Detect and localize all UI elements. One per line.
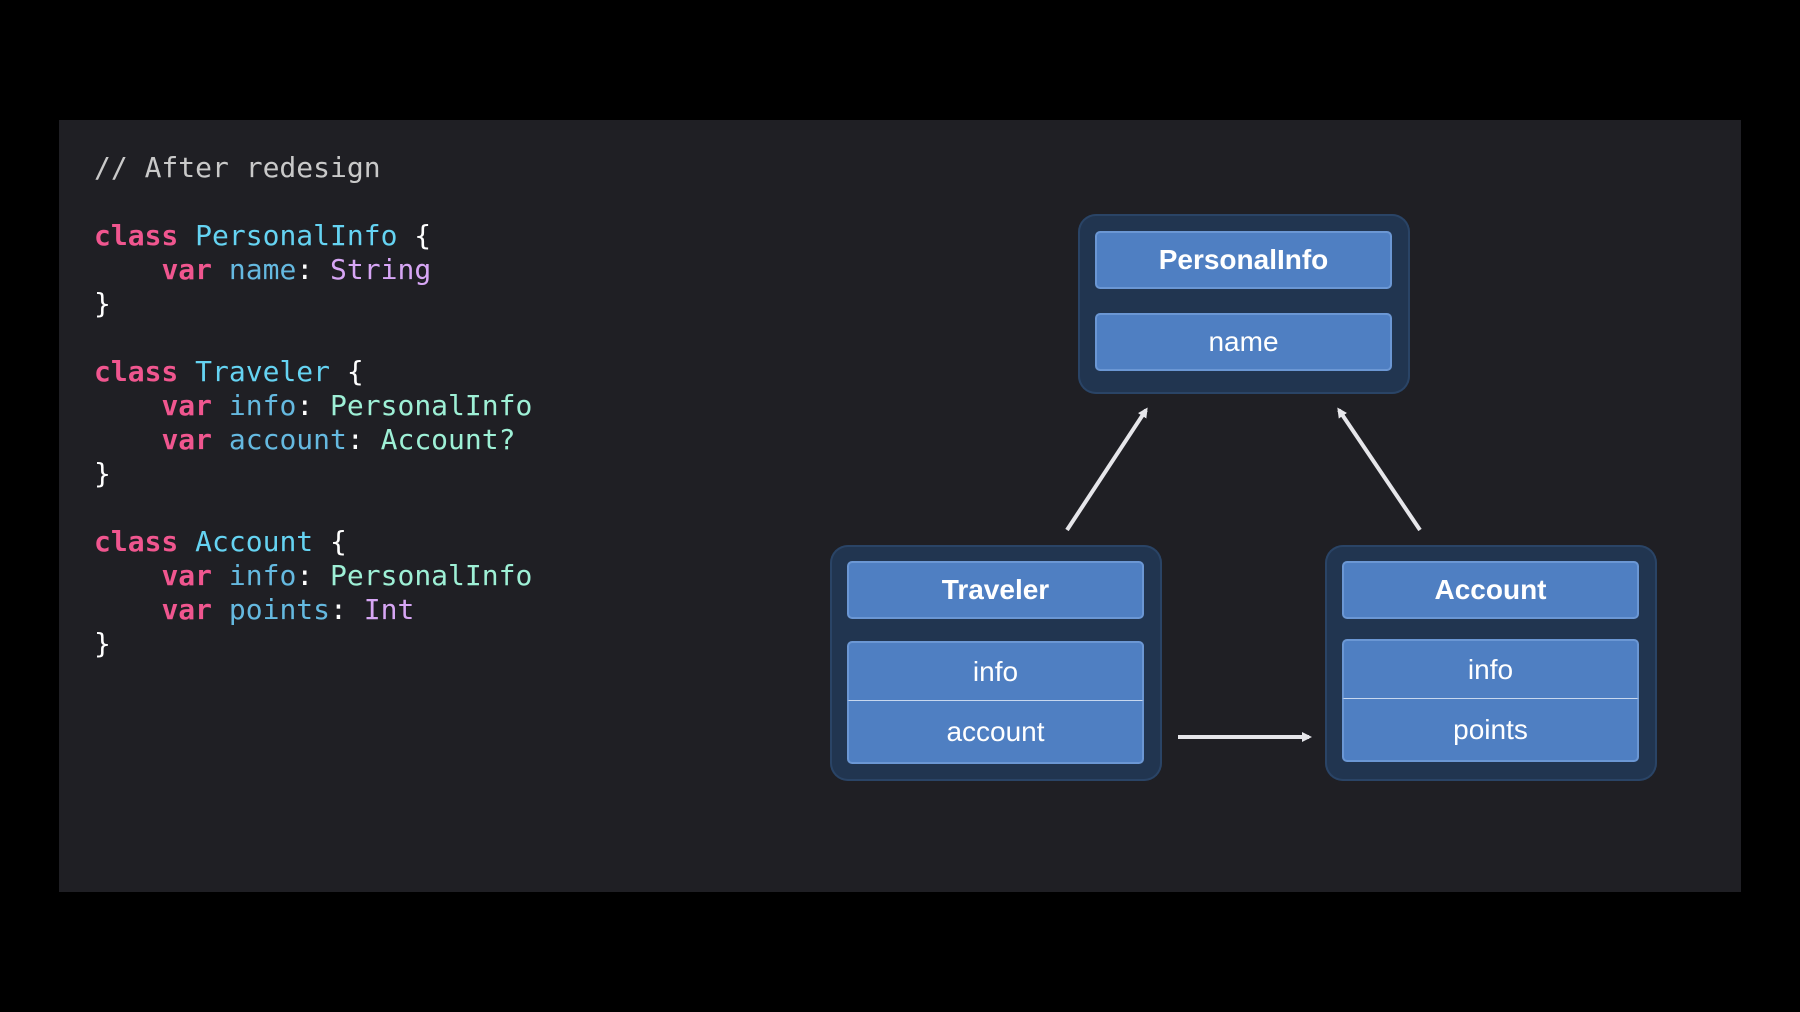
traveler-field-info: info (847, 641, 1144, 701)
property-type: Int (363, 593, 415, 626)
arrow-account-to-personalinfo (1337, 407, 1422, 532)
property-name: points (228, 593, 331, 626)
class-name: Account (195, 525, 314, 558)
traveler-header: Traveler (847, 561, 1144, 619)
class-name: PersonalInfo (195, 219, 398, 252)
personalinfo-object: PersonalInfo name (1078, 214, 1410, 394)
type-separator: : (346, 423, 381, 456)
class-keyword: class (94, 355, 179, 388)
type-separator: : (296, 389, 331, 422)
type-separator: : (296, 559, 331, 592)
traveler-object: Traveler info account (830, 545, 1162, 781)
code-listing: // After redesign class PersonalInfo { va… (94, 151, 532, 661)
personalinfo-field-name: name (1095, 313, 1392, 371)
property-type: PersonalInfo (330, 389, 533, 422)
code-comment: // After redesign (94, 151, 381, 184)
traveler-field-account: account (847, 701, 1144, 764)
type-separator: : (296, 253, 331, 286)
close-brace: } (94, 627, 111, 660)
class-keyword: class (94, 219, 179, 252)
property-type: Account? (380, 423, 516, 456)
property-name: account (228, 423, 347, 456)
class-personalinfo-decl: class PersonalInfo { (94, 219, 532, 253)
property-type: String (330, 253, 432, 286)
member-line: var account: Account? (94, 423, 532, 457)
property-type: PersonalInfo (330, 559, 533, 592)
arrow-traveler-to-personalinfo (1065, 407, 1148, 532)
var-keyword: var (161, 423, 213, 456)
open-brace: { (330, 355, 364, 388)
var-keyword: var (161, 253, 213, 286)
object-graph-diagram: PersonalInfo name Traveler info account … (59, 120, 1741, 892)
personalinfo-header: PersonalInfo (1095, 231, 1392, 289)
open-brace: { (313, 525, 347, 558)
class-account-decl: class Account { (94, 525, 532, 559)
type-separator: : (330, 593, 364, 626)
property-name: name (228, 253, 297, 286)
member-line: var name: String (94, 253, 532, 287)
reference-arrows (1065, 407, 1422, 742)
account-field-info: info (1342, 639, 1639, 699)
class-name: Traveler (195, 355, 331, 388)
open-brace: { (397, 219, 432, 252)
member-line: var info: PersonalInfo (94, 389, 532, 423)
var-keyword: var (161, 593, 213, 626)
close-brace: } (94, 287, 111, 320)
close-brace: } (94, 457, 111, 490)
account-field-points: points (1342, 699, 1639, 762)
var-keyword: var (161, 389, 213, 422)
property-name: info (228, 559, 297, 592)
slide: // After redesign class PersonalInfo { va… (59, 120, 1741, 892)
account-header: Account (1342, 561, 1639, 619)
property-name: info (228, 389, 297, 422)
class-keyword: class (94, 525, 179, 558)
member-line: var points: Int (94, 593, 532, 627)
account-object: Account info points (1325, 545, 1657, 781)
member-line: var info: PersonalInfo (94, 559, 532, 593)
var-keyword: var (161, 559, 213, 592)
class-traveler-decl: class Traveler { (94, 355, 532, 389)
